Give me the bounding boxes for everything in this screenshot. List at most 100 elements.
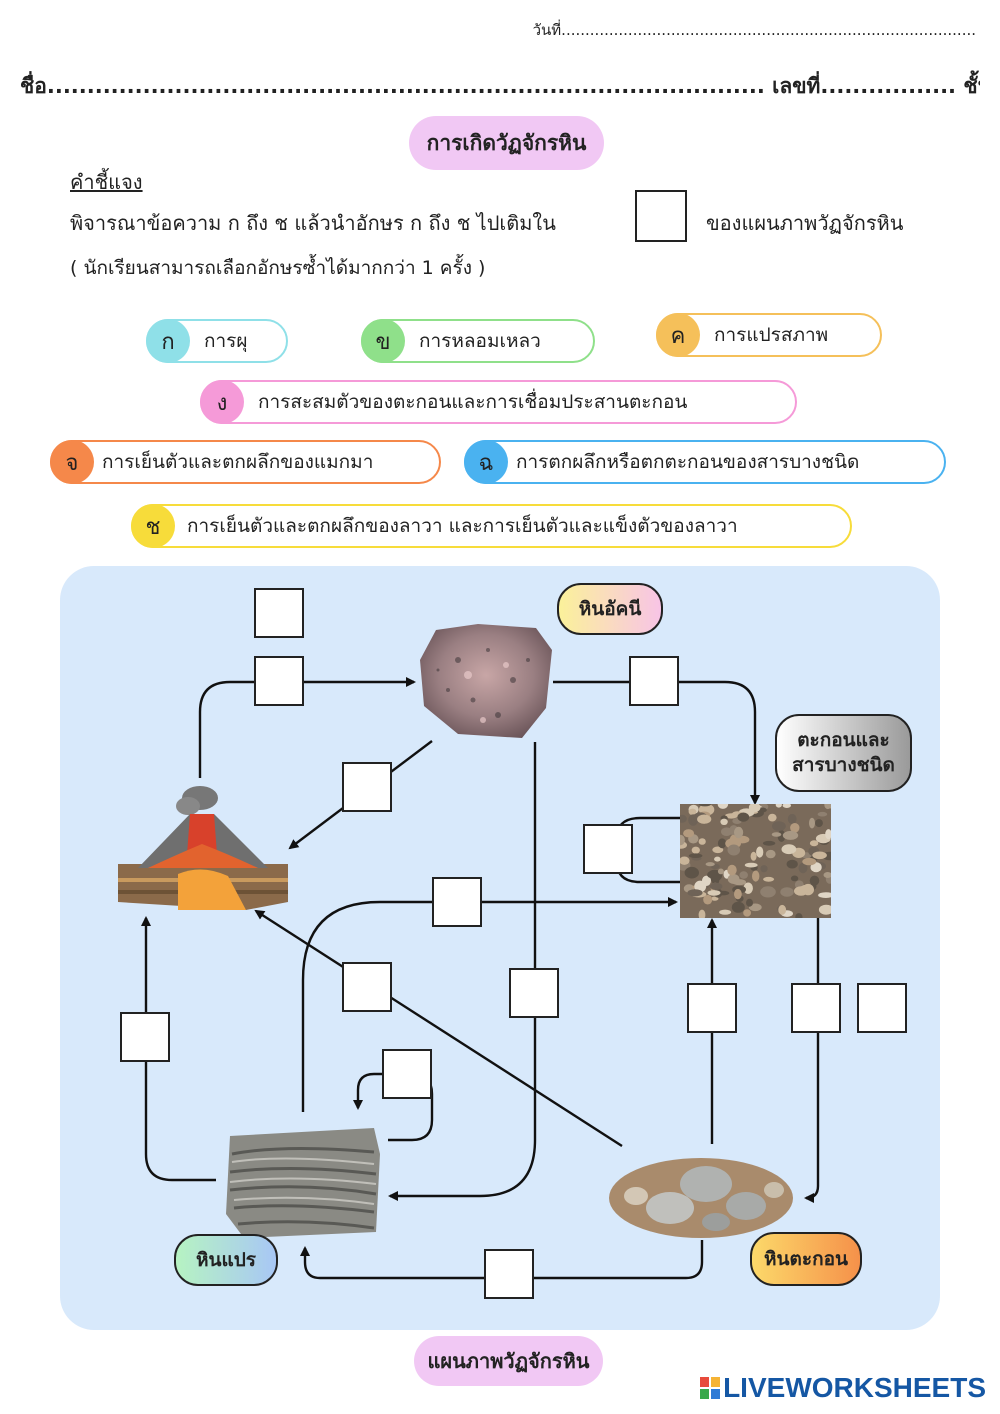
instructions-text-after: ของแผนภาพวัฏจักรหิน [706, 211, 904, 235]
example-answer-box [635, 190, 687, 242]
pebble [790, 875, 799, 882]
process-letter: ค [656, 313, 700, 357]
pebble [737, 812, 750, 822]
pebble [720, 818, 728, 825]
pebble [688, 808, 697, 815]
process-tag-cho-chang: ช การเย็นตัวและตกผลึกของลาวา และการเย็นต… [131, 504, 852, 548]
sedimentary-label: หินตะกอน [750, 1232, 862, 1286]
pebble [786, 859, 798, 869]
pebble [707, 871, 715, 878]
pebble [698, 909, 706, 918]
pebble [687, 889, 703, 897]
metamorphic-label: หินแปร [174, 1234, 278, 1286]
pebble [698, 838, 706, 845]
process-tag-chho: ฉ การตกผลึกหรือตกตะกอนของสารบางชนิด [464, 440, 946, 484]
volcano-image [118, 786, 288, 910]
process-letter: ง [200, 380, 244, 424]
process-letter: จ [50, 440, 94, 484]
answer-box-sediment-loop[interactable] [583, 824, 633, 874]
pebble [818, 904, 831, 915]
process-tag-kho: ข การหลอมเหลว [361, 319, 595, 363]
pebble [714, 856, 721, 862]
instructions-note: ( นักเรียนสามารถเลือกอักษรซ้ำได้มากกว่า … [70, 257, 486, 279]
pebble [710, 896, 719, 901]
pebble [780, 887, 794, 897]
pebble [825, 829, 831, 840]
pebble [775, 804, 782, 808]
answer-box-sedimentary-volcano[interactable] [342, 962, 392, 1012]
metamorphic-rock-image [226, 1128, 380, 1238]
pebble [702, 875, 711, 886]
pebble [760, 865, 768, 873]
date-line: วันที่..................................… [532, 21, 976, 39]
answer-box-metamorphic-volcano[interactable] [120, 1012, 170, 1062]
sedimentary-rock-image [609, 1158, 793, 1238]
pebble [721, 827, 733, 836]
pebble [782, 804, 791, 808]
answer-box-metamorphic-sediment[interactable] [432, 877, 482, 927]
pebble [750, 851, 757, 861]
pebble [762, 840, 776, 846]
process-text: การหลอมเหลว [419, 330, 541, 352]
answer-box-sediment-sedimentary-2[interactable] [857, 983, 907, 1033]
answer-box-volcano-igneous-upper[interactable] [254, 588, 304, 638]
pebble [719, 909, 732, 915]
pebble [734, 888, 742, 900]
pebble [743, 882, 753, 894]
process-tag-cho: จ การเย็นตัวและตกผลึกของแมกมา [50, 440, 441, 484]
pebble [683, 829, 695, 838]
answer-box-metamorphic-loop[interactable] [382, 1049, 432, 1099]
pebble [697, 814, 712, 824]
pebble [727, 874, 740, 884]
pebble [823, 872, 831, 878]
pebble [752, 870, 760, 882]
process-text: การเย็นตัวและตกผลึกของลาวา และการเย็นตัว… [187, 515, 738, 537]
pebble [705, 862, 715, 867]
pebble [763, 876, 775, 882]
process-text: การผุ [204, 330, 248, 352]
pebble [778, 904, 787, 915]
process-text: การแปรสภาพ [714, 324, 829, 346]
pebble [798, 862, 808, 874]
process-letter: ข [361, 319, 405, 363]
pebble [771, 832, 782, 837]
process-letter: ก [146, 319, 190, 363]
answer-box-igneous-sediment[interactable] [629, 656, 679, 706]
pebble [809, 875, 820, 886]
pebble [724, 813, 738, 819]
pebble [748, 903, 762, 912]
liveworksheets-logo: LIVEWORKSHEETS [700, 1372, 986, 1404]
pebble [743, 909, 751, 917]
instructions-label: คำชี้แจง [70, 170, 143, 194]
answer-box-igneous-volcano[interactable] [342, 762, 392, 812]
pebble [782, 830, 799, 840]
pebble [717, 838, 727, 849]
pebble [727, 844, 741, 856]
pebble [765, 849, 776, 859]
igneous-rock-image [420, 624, 552, 738]
process-text: การเย็นตัวและตกผลึกของแมกมา [102, 451, 374, 473]
process-letter: ฉ [464, 440, 508, 484]
igneous-label: หินอัคนี [557, 583, 663, 635]
sediment-label: ตะกอนและ สารบางชนิด [775, 714, 912, 792]
pebble [703, 894, 713, 905]
pebble [812, 851, 827, 860]
pebble [727, 864, 737, 876]
answer-box-sedimentary-metamorphic[interactable] [484, 1249, 534, 1299]
answer-box-igneous-metamorphic[interactable] [509, 968, 559, 1018]
pebble [809, 817, 815, 829]
answer-box-volcano-igneous[interactable] [254, 656, 304, 706]
pebble [810, 862, 822, 873]
pebble [781, 844, 797, 855]
pebble [731, 901, 745, 913]
pebble [707, 890, 721, 896]
sediment-image [680, 804, 831, 918]
pebble [717, 868, 724, 875]
answer-box-sedimentary-sediment[interactable] [687, 983, 737, 1033]
answer-box-sediment-sedimentary-1[interactable] [791, 983, 841, 1033]
pebble [680, 834, 685, 846]
sediment-label-text: ตะกอนและ สารบางชนิด [792, 729, 895, 776]
pebble [734, 826, 744, 839]
pebble [760, 886, 776, 898]
pebble [824, 804, 831, 810]
